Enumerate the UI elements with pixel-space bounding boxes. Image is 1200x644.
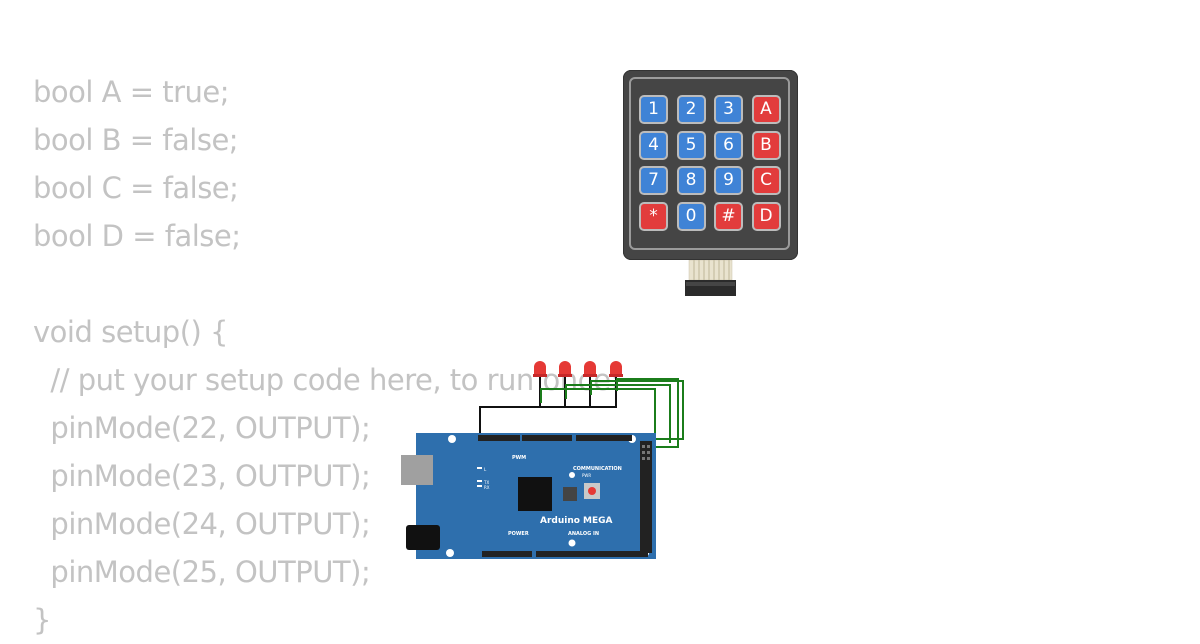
keypad-key-C[interactable]: C [753,168,779,193]
code-line: void setup() { [33,315,228,349]
keypad-ribbon-cable [685,260,736,296]
code-line: bool D = false; [33,219,241,253]
arduino-mega-board[interactable]: Arduino MEGA PWM COMMUNICATION POWER ANA… [400,355,690,565]
svg-text:L: L [484,467,487,472]
svg-text:PWR: PWR [582,473,591,478]
svg-text:PWM: PWM [512,455,526,461]
keypad-key-*[interactable]: * [641,203,666,229]
svg-text:COMMUNICATION: COMMUNICATION [573,466,622,472]
svg-text:POWER: POWER [508,531,529,537]
led-array [533,361,623,377]
led-wire-4 [616,378,679,448]
microcontroller-chip [518,477,552,511]
led-wire-3 [590,380,684,440]
keypad-key-6[interactable]: 6 [716,132,741,158]
keypad-key-4[interactable]: 4 [641,132,666,158]
led-3 [583,361,597,377]
led-wire-1 [540,388,656,435]
keypad-key-A[interactable]: A [753,97,779,122]
keypad-key-0[interactable]: 0 [678,203,704,229]
code-line: } [33,603,51,637]
keypad-key-D[interactable]: D [753,203,779,229]
keypad-key-#[interactable]: # [716,203,741,229]
keypad-key-7[interactable]: 7 [641,168,666,193]
led-1 [533,361,547,377]
code-line: pinMode(25, OUTPUT); [33,555,371,589]
code-editor[interactable]: bool A = true; bool B = false; bool C = fa… [33,68,620,644]
led-4 [609,361,623,377]
keypad-key-3[interactable]: 3 [716,97,741,122]
code-line: pinMode(24, OUTPUT); [33,507,371,541]
keypad-key-B[interactable]: B [753,132,779,158]
keypad-frame [629,77,790,250]
svg-text:ANALOG IN: ANALOG IN [568,531,599,537]
power-jack [406,525,440,550]
code-line: // put your setup code here, to run once… [33,363,620,397]
usb-port [401,455,433,485]
svg-text:RX: RX [484,485,490,490]
svg-text:TX: TX [483,480,489,485]
keypad-key-1[interactable]: 1 [641,97,666,122]
keypad-key-8[interactable]: 8 [678,168,704,193]
code-line: pinMode(22, OUTPUT); [33,411,371,445]
code-line: bool C = false; [33,171,239,205]
code-line: bool A = true; [33,75,230,109]
keypad-key-9[interactable]: 9 [716,168,741,193]
board-name: Arduino MEGA [540,516,613,526]
keypad-key-5[interactable]: 5 [678,132,704,158]
code-line: bool B = false; [33,123,239,157]
keypad-key-2[interactable]: 2 [678,97,704,122]
code-line: pinMode(23, OUTPUT); [33,459,371,493]
code-line [33,260,620,308]
led-2 [558,361,572,377]
